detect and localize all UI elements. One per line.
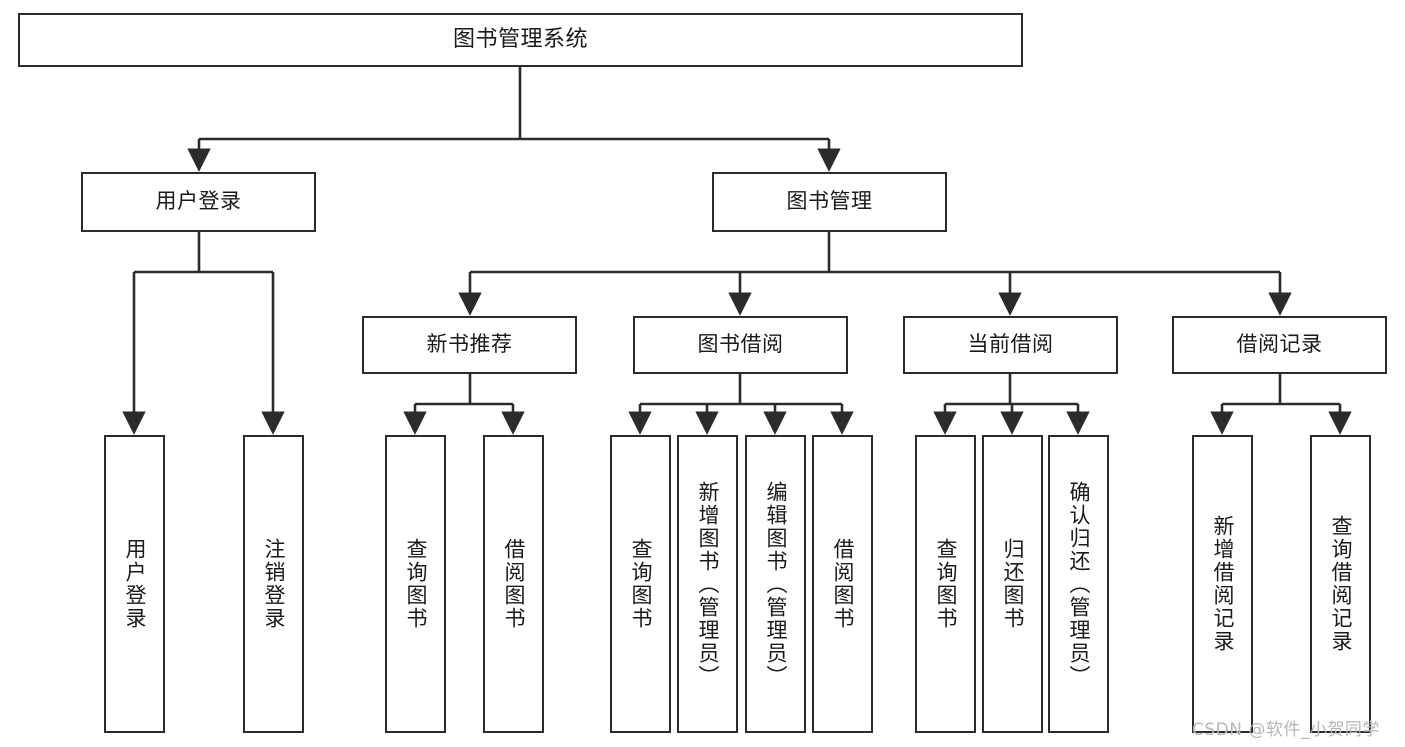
node-new-book-recommend-label: 新书推荐 (426, 332, 513, 357)
node-new-book-recommend[interactable]: 新书推荐 (362, 316, 577, 374)
node-leaf-borrow-book-2[interactable]: 借阅图书 (812, 435, 873, 733)
node-leaf-user-login-label: 用户登录 (123, 538, 147, 630)
node-leaf-logout[interactable]: 注销登录 (243, 435, 304, 733)
node-current-borrow[interactable]: 当前借阅 (903, 316, 1118, 374)
node-leaf-edit-book[interactable]: 编辑图书（管理员） (745, 435, 806, 733)
node-book-management[interactable]: 图书管理 (712, 172, 947, 232)
node-user-login-label: 用户登录 (155, 189, 242, 214)
node-user-login[interactable]: 用户登录 (81, 172, 316, 232)
node-borrow-record[interactable]: 借阅记录 (1172, 316, 1387, 374)
node-leaf-query-record[interactable]: 查询借阅记录 (1310, 435, 1371, 733)
node-book-borrow-label: 图书借阅 (697, 332, 784, 357)
node-leaf-query-book-3[interactable]: 查询图书 (915, 435, 976, 733)
node-leaf-borrow-book-1[interactable]: 借阅图书 (483, 435, 544, 733)
node-root-label: 图书管理系统 (452, 26, 588, 52)
node-leaf-return-book-label: 归还图书 (1001, 538, 1025, 630)
node-leaf-borrow-book-1-label: 借阅图书 (502, 538, 526, 630)
node-current-borrow-label: 当前借阅 (967, 332, 1054, 357)
node-leaf-query-book-1-label: 查询图书 (404, 538, 428, 630)
node-leaf-confirm-return[interactable]: 确认归还（管理员） (1048, 435, 1109, 733)
node-leaf-add-book[interactable]: 新增图书（管理员） (677, 435, 738, 733)
node-book-borrow[interactable]: 图书借阅 (633, 316, 848, 374)
node-leaf-return-book[interactable]: 归还图书 (982, 435, 1043, 733)
node-leaf-user-login[interactable]: 用户登录 (104, 435, 165, 733)
csdn-watermark: CSDN @软件_小贺同学 (1192, 720, 1380, 740)
node-book-management-label: 图书管理 (786, 189, 873, 214)
node-leaf-confirm-return-label: 确认归还（管理员） (1067, 480, 1091, 688)
node-leaf-query-record-label: 查询借阅记录 (1329, 515, 1353, 653)
node-leaf-query-book-3-label: 查询图书 (934, 538, 958, 630)
node-leaf-query-book-2-label: 查询图书 (629, 538, 653, 630)
node-leaf-add-record[interactable]: 新增借阅记录 (1192, 435, 1253, 733)
node-leaf-query-book-1[interactable]: 查询图书 (385, 435, 446, 733)
node-borrow-record-label: 借阅记录 (1236, 332, 1323, 357)
node-leaf-query-book-2[interactable]: 查询图书 (610, 435, 671, 733)
node-root[interactable]: 图书管理系统 (18, 13, 1023, 67)
node-leaf-logout-label: 注销登录 (262, 538, 286, 630)
node-leaf-add-record-label: 新增借阅记录 (1211, 515, 1235, 653)
node-leaf-edit-book-label: 编辑图书（管理员） (764, 480, 788, 688)
node-leaf-add-book-label: 新增图书（管理员） (696, 480, 720, 688)
node-leaf-borrow-book-2-label: 借阅图书 (831, 538, 855, 630)
